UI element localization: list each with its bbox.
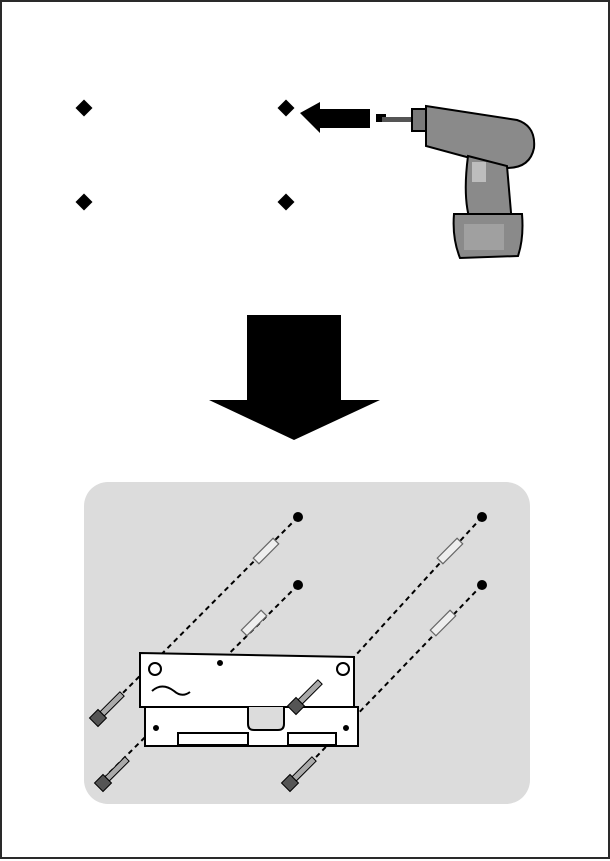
screw-3: [286, 679, 323, 716]
wall-hole-1: [293, 512, 303, 522]
screw-2: [93, 756, 130, 793]
screw-4: [280, 756, 317, 793]
wall-bracket-icon: [139, 651, 359, 747]
wall-anchor-4: [429, 609, 457, 637]
drill-direction-arrow: [300, 102, 386, 133]
wall-hole-2: [293, 580, 303, 590]
drill-icon: [382, 104, 536, 260]
wall-hole-4: [477, 580, 487, 590]
wall-anchor-3: [436, 537, 464, 565]
bracket-step-panel: [84, 482, 530, 804]
wall-anchor-2: [240, 609, 268, 637]
next-step-arrow: [209, 315, 380, 440]
wall-anchor-1: [252, 537, 280, 565]
screw-1: [88, 691, 125, 728]
wall-hole-3: [477, 512, 487, 522]
